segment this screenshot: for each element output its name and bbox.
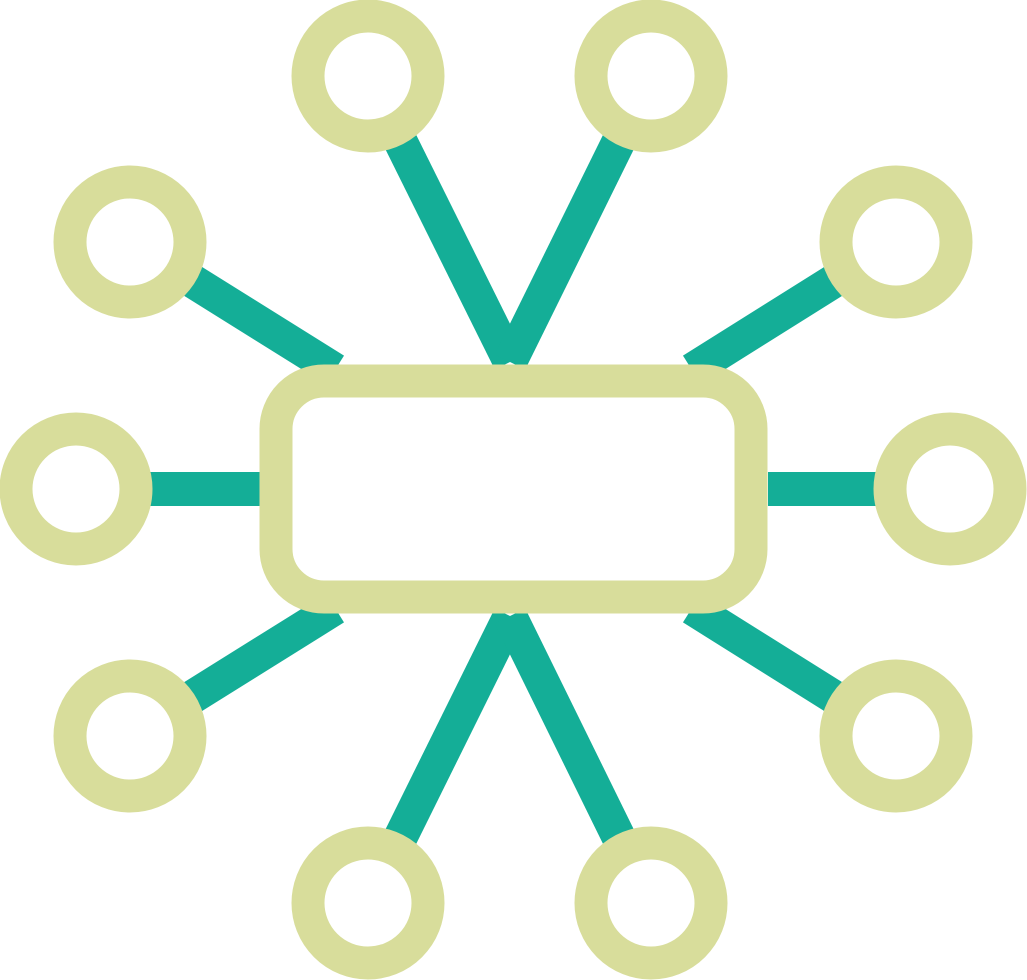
central-hub [259, 364, 768, 614]
node-upper-left [53, 165, 207, 319]
node-lower-left [53, 659, 207, 813]
node-upper-right [819, 165, 973, 319]
node-middle-left [0, 412, 153, 566]
node-bottom-right [574, 826, 728, 980]
node-middle-right [873, 412, 1027, 566]
node-top-right [574, 0, 728, 153]
node-lower-right [819, 659, 973, 813]
node-top-left [291, 0, 445, 153]
node-bottom-left [291, 826, 445, 980]
